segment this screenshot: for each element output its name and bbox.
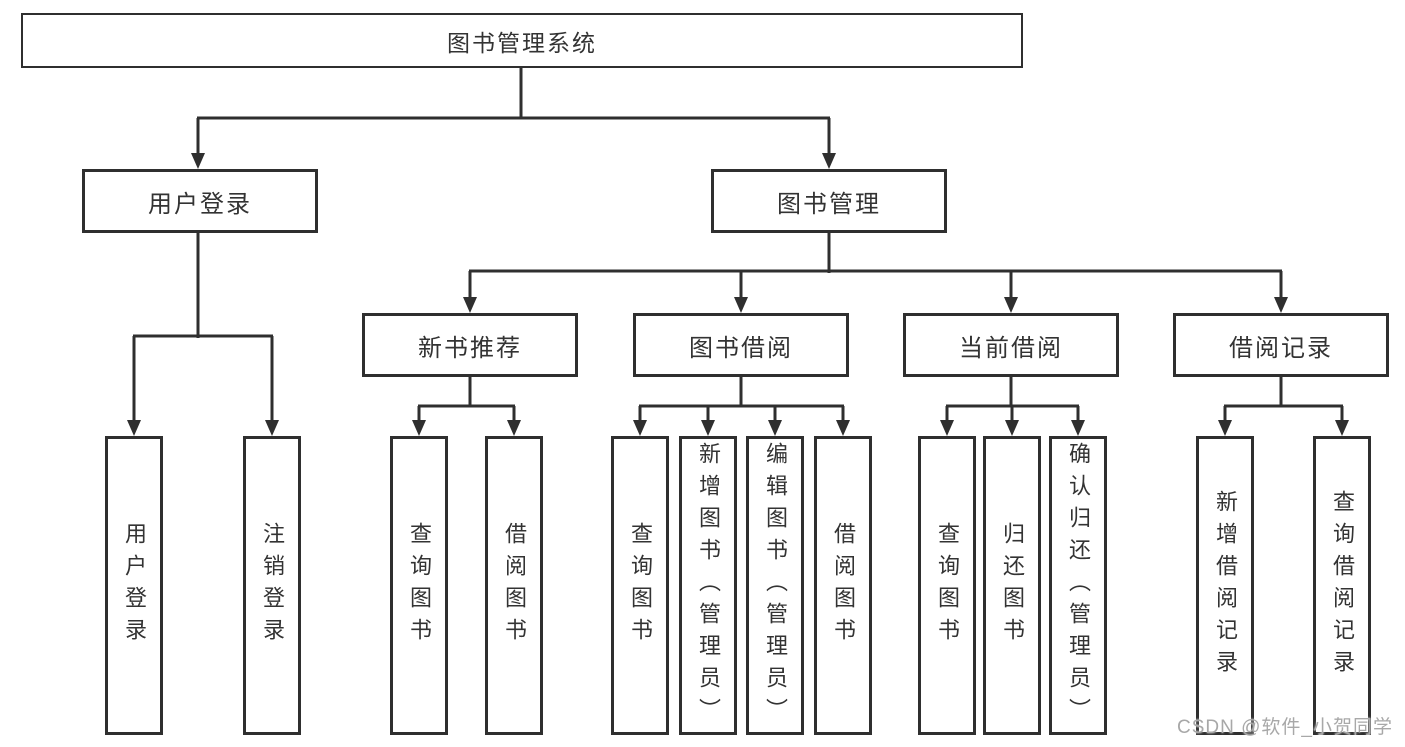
leaf-query-books-recommend-label: 查询图书	[407, 521, 432, 650]
leaf-edit-book-admin: 编辑图书（管理员）	[746, 436, 804, 735]
leaf-return-book: 归还图书	[983, 436, 1041, 735]
node-library-management-system-label: 图书管理系统	[447, 29, 597, 56]
leaf-add-borrow-record-label: 新增借阅记录	[1213, 489, 1238, 682]
leaf-edit-book-admin-label: 编辑图书（管理员）	[763, 441, 788, 730]
leaf-borrow-books: 借阅图书	[814, 436, 872, 735]
leaf-add-book-admin: 新增图书（管理员）	[679, 436, 737, 735]
connector-lines	[132, 68, 1344, 424]
leaf-query-books-current-label: 查询图书	[935, 521, 960, 650]
leaf-borrow-books-recommend: 借阅图书	[485, 436, 543, 735]
node-borrowing-records-label: 借阅记录	[1229, 334, 1333, 362]
leaf-query-borrow-record-label: 查询借阅记录	[1330, 489, 1355, 682]
leaf-return-book-label: 归还图书	[1000, 521, 1025, 650]
leaf-query-books-borrowing-label: 查询图书	[628, 521, 653, 650]
node-new-book-recommendation: 新书推荐	[362, 313, 578, 377]
node-current-borrowing: 当前借阅	[903, 313, 1119, 377]
leaf-query-books-current: 查询图书	[918, 436, 976, 735]
leaf-user-login-label: 用户登录	[122, 521, 147, 650]
leaf-confirm-return-admin: 确认归还（管理员）	[1049, 436, 1107, 735]
node-user-login-label: 用户登录	[148, 190, 252, 218]
leaf-query-books-recommend: 查询图书	[390, 436, 448, 735]
node-borrowing-records: 借阅记录	[1173, 313, 1389, 377]
leaf-add-borrow-record: 新增借阅记录	[1196, 436, 1254, 735]
leaf-borrow-books-label: 借阅图书	[831, 521, 856, 650]
leaf-borrow-books-recommend-label: 借阅图书	[502, 521, 527, 650]
leaf-query-books-borrowing: 查询图书	[611, 436, 669, 735]
leaf-add-book-admin-label: 新增图书（管理员）	[696, 441, 721, 730]
node-book-management: 图书管理	[711, 169, 947, 233]
leaf-confirm-return-admin-label: 确认归还（管理员）	[1066, 441, 1091, 730]
node-book-borrowing-label: 图书借阅	[689, 334, 793, 362]
node-user-login: 用户登录	[82, 169, 318, 233]
node-book-borrowing: 图书借阅	[633, 313, 849, 377]
node-library-management-system: 图书管理系统	[21, 13, 1023, 68]
leaf-logout-label: 注销登录	[260, 521, 285, 650]
node-book-management-label: 图书管理	[777, 190, 881, 218]
leaf-query-borrow-record: 查询借阅记录	[1313, 436, 1371, 735]
leaf-logout: 注销登录	[243, 436, 301, 735]
node-new-book-recommendation-label: 新书推荐	[418, 334, 522, 362]
csdn-watermark: CSDN @软件_小贺同学	[1177, 717, 1393, 738]
leaf-user-login: 用户登录	[105, 436, 163, 735]
node-current-borrowing-label: 当前借阅	[959, 334, 1063, 362]
